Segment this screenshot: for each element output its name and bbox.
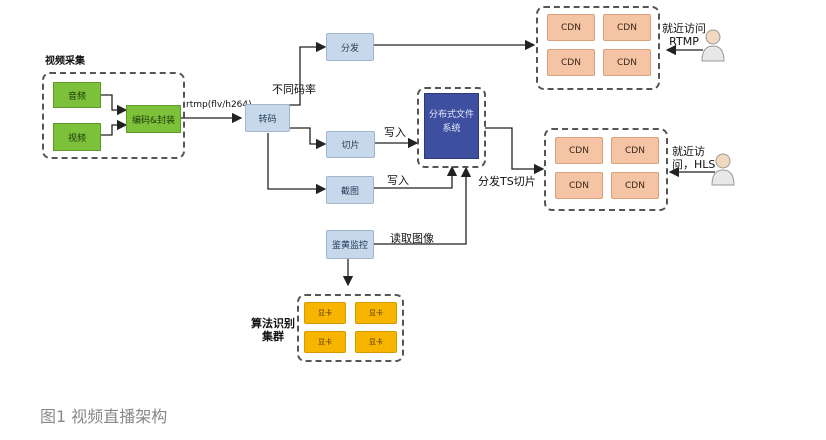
porn-control-box: 鉴黄监控: [326, 230, 374, 259]
arrow-dfs-cdn: [485, 127, 545, 175]
gpu-node: 显卡: [304, 302, 346, 324]
arrow-screenshot-dfs: [374, 165, 458, 189]
slice-box: 切片: [326, 131, 375, 158]
dfs-group: [417, 87, 486, 168]
cdn-node: CDN: [603, 14, 651, 41]
user-icon: [701, 29, 725, 62]
gpu-node: 显卡: [304, 331, 346, 353]
arrow-transcode-slice: [290, 127, 327, 150]
cdn-node: CDN: [547, 49, 595, 76]
audio-box: 音频: [53, 82, 101, 108]
arrow-video-encode: [101, 119, 128, 136]
capture-group: [42, 72, 185, 159]
read-image-label: 读取图像: [390, 232, 434, 245]
cdn-group-rtmp: [536, 6, 660, 90]
distribute-ts-label: 分发TS切片: [478, 175, 536, 188]
multi-bitrate-label: 不同码率: [272, 83, 316, 96]
cdn-group-hls: [544, 128, 668, 211]
user-icon: [711, 153, 735, 186]
cdn-node: CDN: [611, 137, 659, 164]
capture-title: 视频采集: [45, 56, 85, 67]
dfs-box: 分布式文件系统: [424, 93, 479, 159]
write-in-label-2: 写入: [387, 174, 409, 187]
hls-access-label: 就近访 问，HLS: [672, 145, 716, 171]
cdn-node: CDN: [555, 137, 603, 164]
gpu-node: 显卡: [355, 331, 397, 353]
cdn-node: CDN: [611, 172, 659, 199]
cdn-node: CDN: [547, 14, 595, 41]
screenshot-box: 截图: [326, 176, 374, 204]
cdn-node: CDN: [603, 49, 651, 76]
gpu-cluster-group: [297, 294, 404, 362]
transcode-box: 转码: [245, 104, 290, 132]
rtmp-access-label: 就近访问 RTMP: [662, 22, 706, 48]
cdn-node: CDN: [555, 172, 603, 199]
arrow-transcode-screenshot: [267, 133, 327, 195]
encode-box: 编码&封装: [126, 105, 181, 133]
gpu-node: 显卡: [355, 302, 397, 324]
arrow-audio-encode: [101, 94, 128, 116]
rtmp-protocol-label: rtmp(flv/h264): [186, 100, 252, 110]
figure-caption: 图1 视频直播架构: [40, 407, 168, 426]
write-in-label-1: 写入: [384, 126, 406, 139]
distribute-box: 分发: [326, 33, 374, 61]
arrow-porn-dfs: [374, 166, 472, 245]
video-box: 视频: [53, 123, 101, 151]
algo-cluster-label: 算法识别 集群: [251, 317, 295, 343]
